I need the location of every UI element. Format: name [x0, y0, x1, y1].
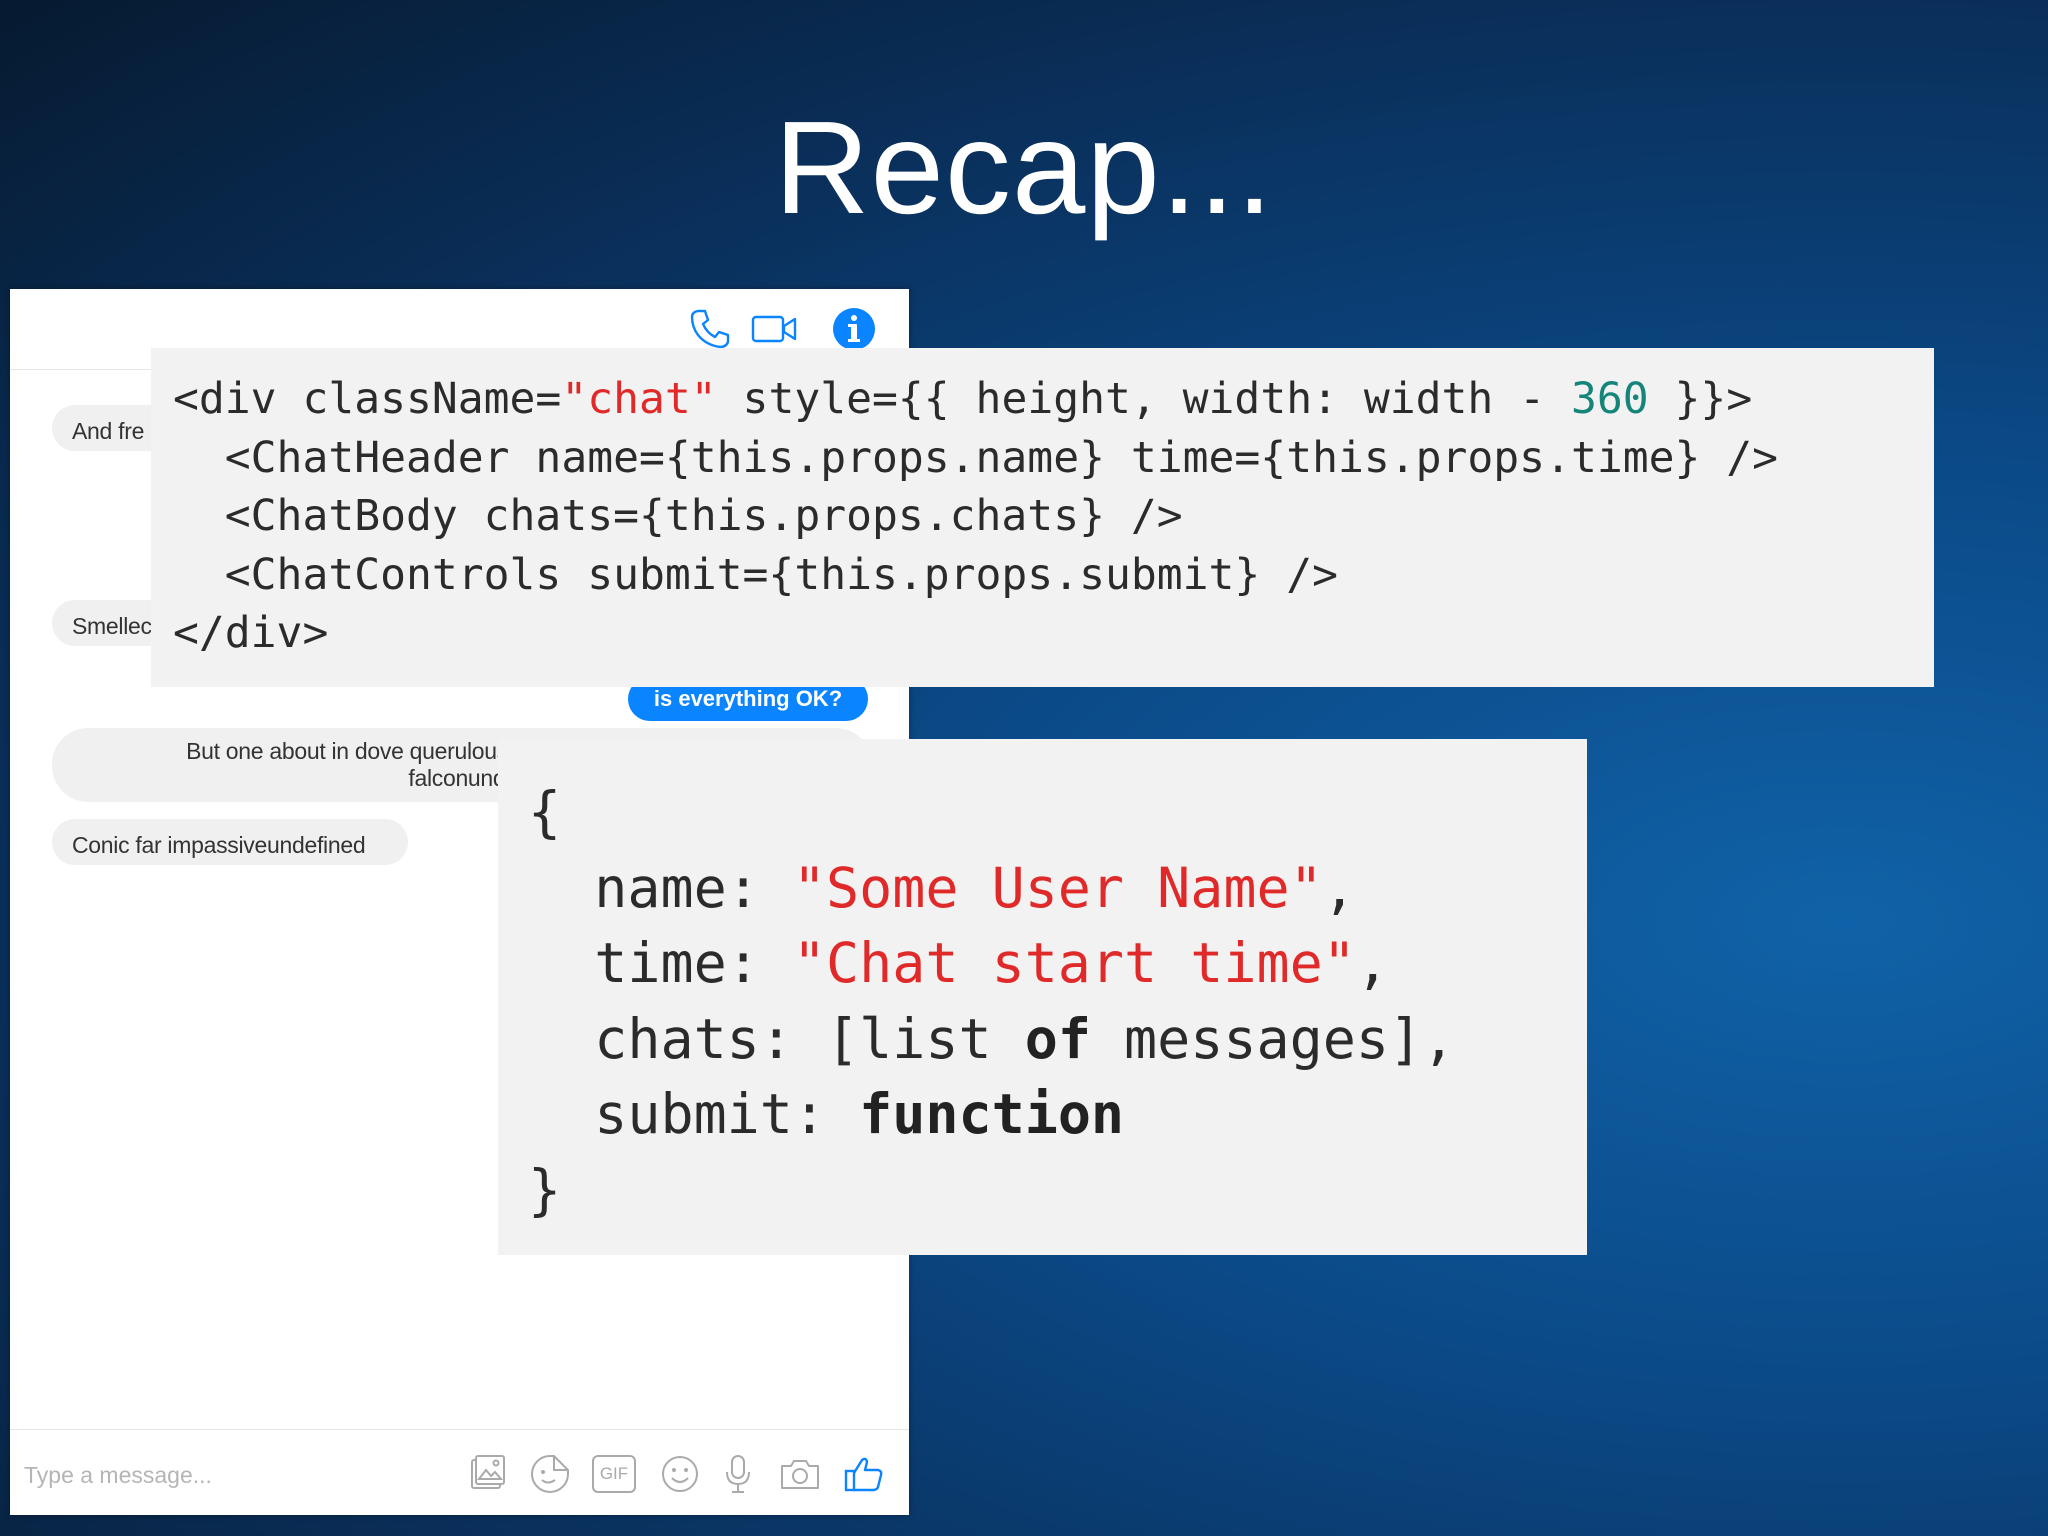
code-line: chats: [list of messages], — [528, 1002, 1587, 1078]
thumbs-up-icon[interactable] — [842, 1452, 886, 1496]
image-icon[interactable] — [466, 1452, 510, 1496]
slide-title: Recap... — [774, 94, 1274, 241]
code-punct: , — [1322, 855, 1356, 920]
code-line: <ChatBody chats={this.props.chats} /> — [173, 491, 1183, 541]
camera-icon[interactable] — [778, 1452, 822, 1496]
code-number: 360 — [1570, 374, 1649, 424]
code-text: style={{ height, width: width - — [716, 374, 1571, 424]
code-line: { — [528, 780, 562, 844]
code-line: name: "Some User Name", — [528, 851, 1587, 927]
code-punct: , — [1355, 931, 1389, 995]
message-line: But one about in dove querulously — [186, 738, 524, 764]
code-text: <div className= — [173, 374, 562, 424]
code-line: } — [528, 1157, 562, 1222]
message-input[interactable] — [22, 1454, 446, 1496]
code-text: messages], — [1090, 1006, 1456, 1071]
microphone-icon[interactable] — [716, 1452, 760, 1496]
code-string: "Chat start time" — [792, 931, 1356, 995]
video-camera-icon[interactable] — [750, 305, 798, 353]
code-line: <ChatControls submit={this.props.submit}… — [173, 549, 1338, 600]
code-key: submit: — [528, 1082, 860, 1146]
code-string: "Some User Name" — [792, 855, 1323, 920]
code-line: </div> — [173, 608, 329, 658]
info-icon[interactable] — [830, 305, 878, 353]
emoji-icon[interactable] — [658, 1452, 702, 1496]
props-object-snippet: { name: "Some User Name", time: "Chat st… — [498, 739, 1587, 1255]
code-text: }}> — [1648, 374, 1753, 424]
code-string: "chat" — [561, 374, 717, 424]
chat-composer: GIF — [10, 1429, 909, 1515]
phone-icon[interactable] — [686, 305, 734, 353]
code-line: <div className="chat" style={{ height, w… — [173, 370, 1934, 429]
code-line: <ChatHeader name={this.props.name} time=… — [173, 432, 1779, 483]
code-keyword: function — [859, 1082, 1125, 1146]
code-key: name: — [528, 855, 793, 920]
code-key: time: — [528, 931, 793, 995]
received-message: Conic far impassiveundefined — [52, 819, 408, 865]
jsx-code-snippet: <div className="chat" style={{ height, w… — [151, 348, 1934, 687]
code-text: chats: [list — [528, 1006, 1025, 1071]
sticker-icon[interactable] — [528, 1452, 572, 1496]
code-line: submit: function — [528, 1077, 1587, 1153]
gif-icon[interactable]: GIF — [592, 1455, 636, 1493]
code-keyword: of — [1024, 1006, 1091, 1071]
code-line: time: "Chat start time", — [528, 926, 1587, 1002]
message-line: falconundef — [408, 765, 524, 791]
